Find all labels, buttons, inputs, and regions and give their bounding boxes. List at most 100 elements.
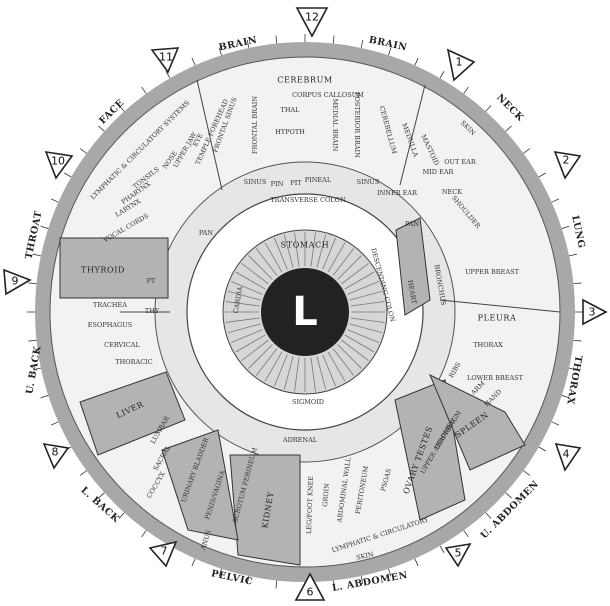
tick-mark: [415, 58, 418, 65]
tick-mark: [539, 173, 546, 177]
tick-mark: [64, 173, 71, 177]
tick-mark: [41, 226, 49, 228]
label-stomach: STOMACH: [281, 241, 330, 250]
svg-text:3: 3: [589, 306, 596, 319]
label-thoracic: THORACIC: [115, 358, 152, 366]
label-lower-breast: LOWER BREAST: [467, 374, 524, 382]
label-esophagus: ESOPHAGUS: [88, 321, 132, 329]
label-pan-left: PAN: [199, 229, 213, 237]
label-thy: THY: [145, 307, 160, 315]
tick-mark: [29, 340, 37, 341]
label-sinus-left: SINUS: [244, 178, 267, 186]
tick-mark: [486, 105, 491, 111]
tick-mark: [523, 471, 529, 476]
svg-text:1: 1: [456, 56, 463, 69]
tick-mark: [98, 126, 104, 131]
tick-mark: [415, 559, 418, 566]
label-pt: PT: [147, 277, 156, 285]
hour-marker-10: 10: [46, 152, 72, 178]
hour-marker-7: 7: [150, 542, 176, 566]
label-thyroid: THYROID: [81, 266, 125, 275]
label-pan-right: PAN: [405, 220, 419, 228]
tick-mark: [80, 149, 86, 154]
svg-text:7: 7: [161, 545, 168, 558]
hour-marker-3: 3: [583, 300, 606, 324]
tick-mark: [506, 493, 512, 498]
tick-mark: [51, 199, 58, 202]
label-pineal: PINEAL: [305, 176, 332, 184]
label-mid-ear: MID EAR: [423, 168, 455, 176]
tick-mark: [569, 254, 577, 256]
label-thal: THAL: [280, 106, 300, 114]
label-neck: NECK: [494, 92, 526, 124]
label-cervical: CERVICAL: [104, 341, 140, 349]
svg-text:5: 5: [455, 547, 462, 560]
tick-mark: [333, 36, 334, 44]
tick-mark: [552, 199, 559, 202]
hour-marker-8: 8: [44, 444, 68, 468]
label-thorax-inner: THORAX: [473, 341, 503, 349]
tick-mark: [574, 283, 582, 284]
tick-mark: [276, 36, 277, 44]
tick-mark: [192, 559, 195, 566]
svg-text:8: 8: [52, 446, 59, 459]
label-frontal-brain: FRONTAL BRAIN: [251, 96, 259, 154]
svg-text:2: 2: [563, 154, 570, 167]
label-upper-breast: UPPER BREAST: [465, 268, 519, 276]
label-cerebrum: CEREBRUM: [277, 76, 332, 85]
label-pin: PIN: [271, 180, 284, 188]
label-u-back: U. BACK: [24, 345, 43, 395]
tick-mark: [440, 71, 444, 78]
tick-mark: [80, 471, 86, 476]
tick-mark: [41, 395, 49, 397]
tick-mark: [464, 530, 469, 536]
tick-mark: [539, 447, 546, 451]
label-brain-right: BRAIN: [368, 35, 408, 54]
label-neck-inner: NECK: [442, 188, 462, 196]
label-lung: LUNG: [569, 215, 587, 250]
tick-mark: [552, 422, 559, 425]
svg-text:9: 9: [12, 275, 19, 288]
label-pleura: PLEURA: [478, 314, 517, 323]
label-hypoth: HYPOTH: [275, 128, 305, 136]
tick-mark: [523, 149, 529, 154]
svg-text:4: 4: [563, 448, 570, 461]
label-medial-brain: MEDIAL BRAIN: [331, 99, 339, 152]
svg-text:11: 11: [159, 51, 173, 64]
label-transverse-colon: TRANSVERSE COLON: [270, 196, 346, 204]
tick-mark: [276, 581, 277, 589]
hour-marker-4: 4: [556, 444, 580, 470]
hour-marker-12: 12: [297, 8, 327, 36]
tick-mark: [142, 87, 147, 93]
label-pit: PIT: [290, 179, 302, 187]
tick-mark: [574, 340, 582, 341]
label-adrenal: ADRENAL: [282, 436, 318, 444]
tick-mark: [506, 126, 512, 131]
center-letter: L: [292, 289, 318, 335]
tick-mark: [29, 283, 37, 284]
svg-text:10: 10: [51, 155, 65, 168]
label-sigmoid: SIGMOID: [292, 398, 324, 406]
tick-mark: [192, 58, 195, 65]
hour-marker-5: 5: [446, 544, 470, 566]
svg-text:6: 6: [307, 586, 314, 599]
label-out-ear: OUT EAR: [444, 158, 477, 166]
hour-marker-1: 1: [448, 50, 474, 80]
tick-mark: [361, 40, 363, 48]
label-posterior-brain: POSTERIOR BRAIN: [353, 92, 361, 158]
tick-mark: [562, 226, 570, 228]
tick-mark: [486, 513, 491, 519]
label-trachea: TRACHEA: [93, 301, 127, 309]
tick-mark: [440, 546, 444, 553]
tick-mark: [51, 422, 58, 425]
label-inner-ear: INNER EAR: [377, 189, 418, 197]
hour-marker-11: 11: [152, 48, 178, 72]
hour-marker-2: 2: [555, 152, 580, 178]
hour-marker-9: 9: [4, 270, 30, 294]
tick-mark: [464, 87, 469, 93]
svg-text:12: 12: [305, 11, 319, 24]
label-sinus-right: SINUS: [357, 178, 380, 186]
tick-mark: [142, 530, 147, 536]
